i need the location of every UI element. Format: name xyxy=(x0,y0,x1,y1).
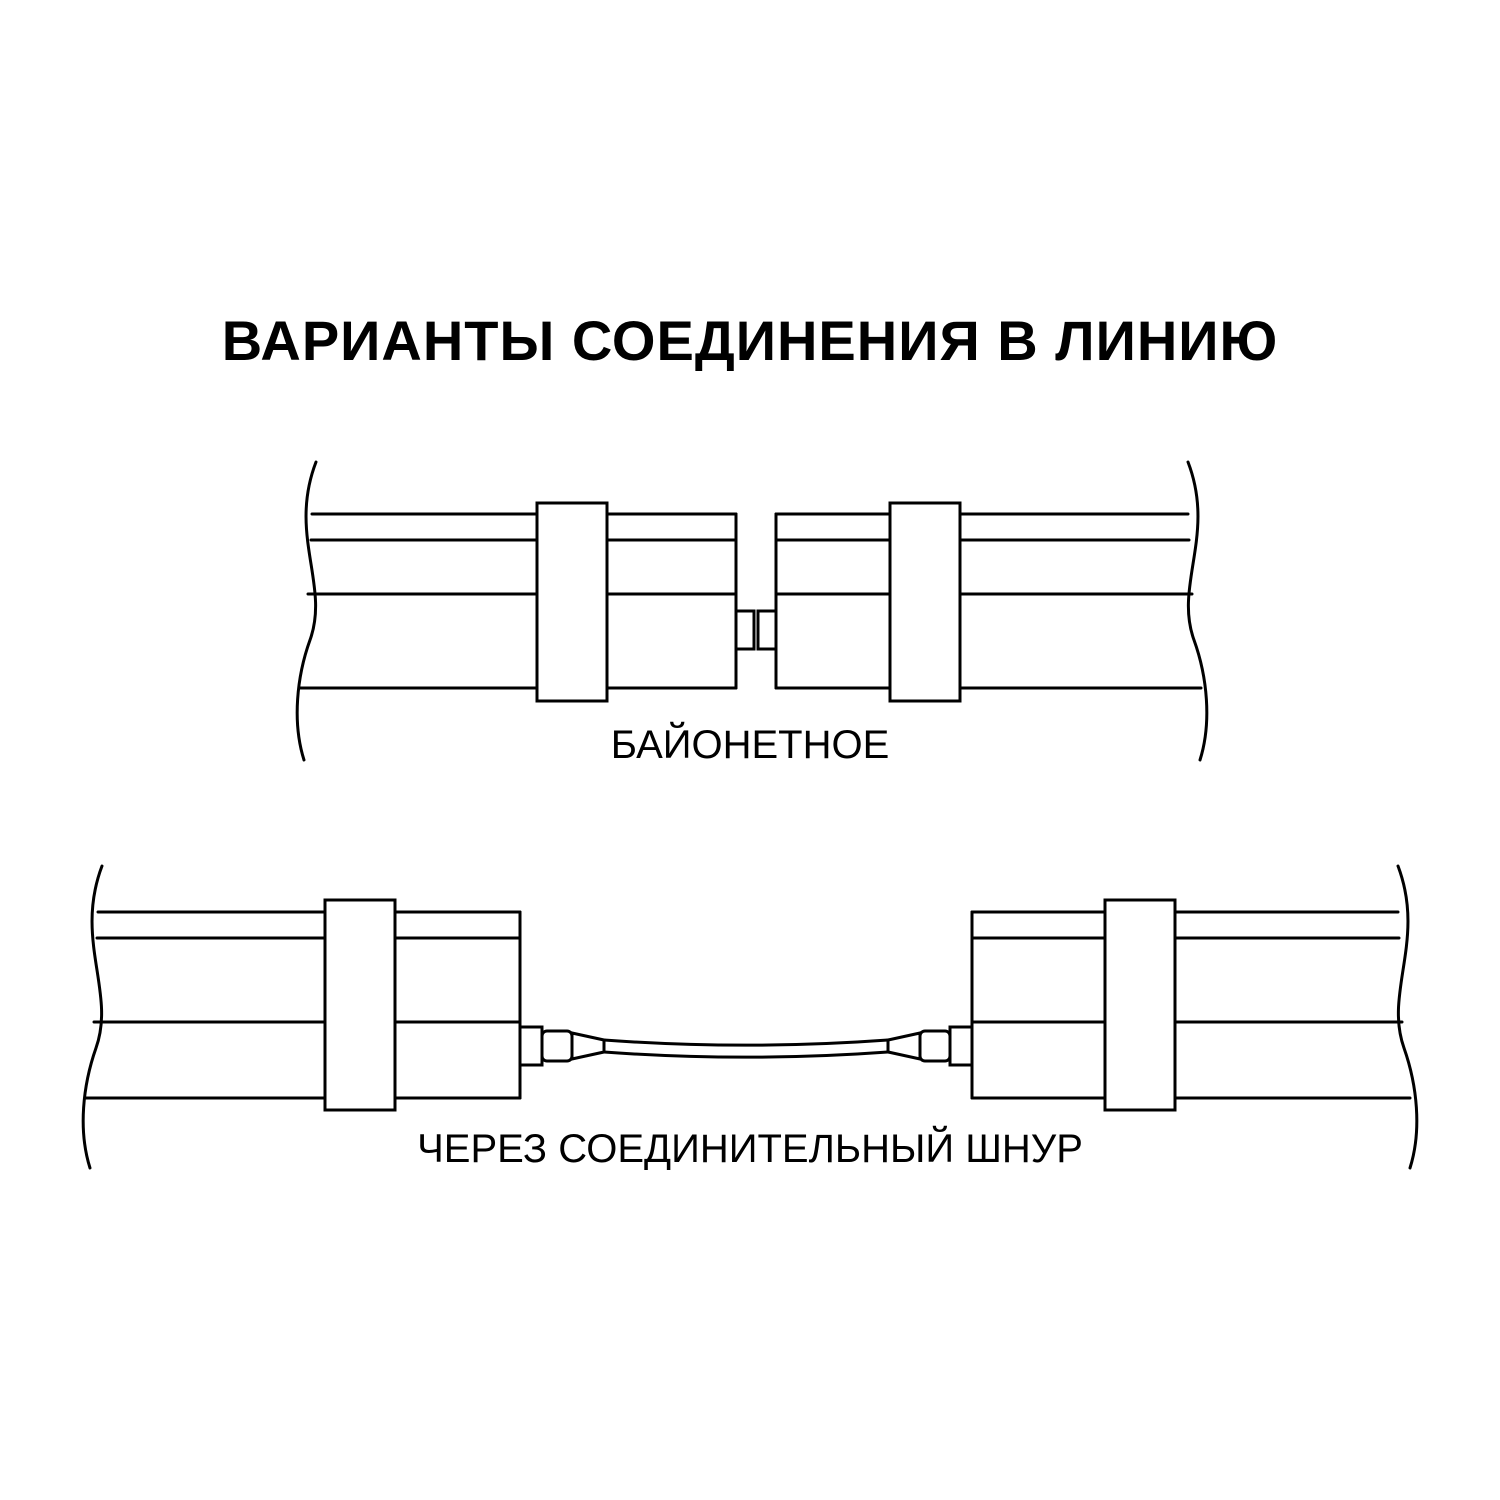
bayonet-diagram xyxy=(295,460,1209,762)
cord-right-fixture xyxy=(970,864,1419,1170)
cord-left-fixture xyxy=(81,864,522,1170)
cord-label: ЧЕРЕЗ СОЕДИНИТЕЛЬНЫЙ ШНУР xyxy=(417,1125,1083,1171)
bayonet-connector-female xyxy=(756,609,778,651)
break-line-right xyxy=(1396,864,1419,1170)
mounting-clip xyxy=(1103,898,1177,1112)
break-line-left xyxy=(81,864,104,1170)
break-line-left xyxy=(295,460,318,762)
connecting-cord xyxy=(518,1025,974,1067)
break-line-right xyxy=(1186,460,1209,762)
cord-socket-right xyxy=(948,1025,974,1067)
cord-plug-left xyxy=(540,1029,574,1063)
cord-wire-bottom xyxy=(602,1050,890,1059)
bayonet-left-fixture xyxy=(295,460,756,762)
bayonet-label: БАЙОНЕТНОЕ xyxy=(611,721,890,767)
cord-strain-relief-left xyxy=(570,1031,606,1061)
cord-diagram xyxy=(81,864,1419,1170)
page-title: ВАРИАНТЫ СОЕДИНЕНИЯ В ЛИНИЮ xyxy=(222,309,1279,372)
mounting-clip xyxy=(323,898,397,1112)
bayonet-connector-male xyxy=(734,609,756,651)
cord-plug-right xyxy=(918,1029,952,1063)
mounting-clip xyxy=(888,501,962,703)
cord-strain-relief-right xyxy=(886,1031,922,1061)
bayonet-right-fixture xyxy=(756,460,1209,762)
mounting-clip xyxy=(535,501,609,703)
cord-socket-left xyxy=(518,1025,544,1067)
cord-wire-top xyxy=(602,1038,890,1047)
